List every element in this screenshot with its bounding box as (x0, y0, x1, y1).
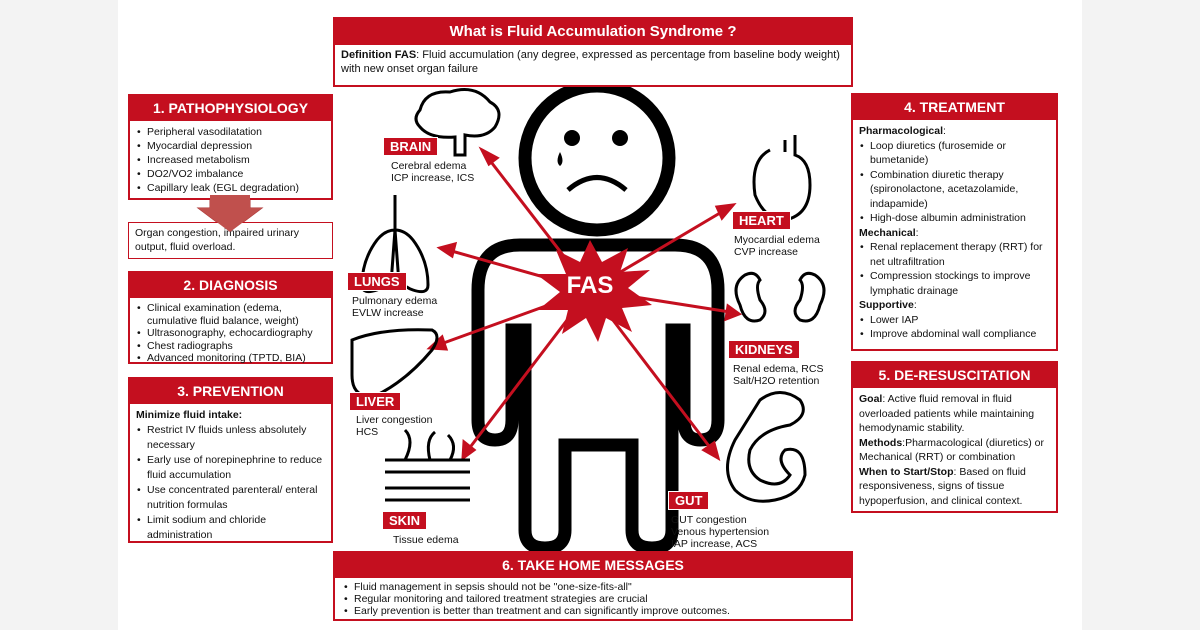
organ-text: GUT congestion (671, 514, 747, 526)
methods-label: Methods (859, 436, 903, 449)
list-item: Renal replacement therapy (RRT) for net … (859, 240, 1050, 269)
list-item: DO2/VO2 imbalance (136, 167, 325, 181)
skin-label: SKIN (382, 511, 428, 530)
when-label: When to Start/Stop (859, 465, 954, 478)
list-item: Limit sodium and chloride administration (136, 513, 325, 543)
lungs-label: LUNGS (347, 272, 407, 291)
list-item: Combination diuretic therapy (spironolac… (859, 168, 1050, 212)
skin-icon (385, 428, 470, 502)
treatment-panel: 4. TREATMENT Pharmacological: Loop diure… (851, 93, 1058, 351)
list-item: Fluid management in sepsis should not be… (343, 581, 843, 593)
methods-text: :Pharmacological (diuretics) or Mechanic… (859, 436, 1044, 464)
heart-icon (752, 135, 812, 222)
take-home-panel: 6. TAKE HOME MESSAGES Fluid management i… (333, 551, 853, 621)
list-item: Capillary leak (EGL degradation) (136, 181, 325, 195)
organ-text: Cerebral edema (391, 160, 467, 172)
organ-text: EVLW increase (352, 307, 424, 319)
list-item: Loop diuretics (furosemide or bumetanide… (859, 139, 1050, 168)
definition: Definition FAS: Fluid accumulation (any … (335, 45, 851, 79)
organ-text: CVP increase (734, 246, 799, 258)
group-label: Mechanical (859, 226, 916, 239)
list-item: Ultrasonography, echocardiography (136, 327, 325, 340)
liver-label: LIVER (349, 392, 402, 411)
list-item: Early use of norepinephrine to reduce fl… (136, 453, 325, 483)
group-label: Pharmacological (859, 125, 944, 137)
liver-icon (350, 328, 439, 398)
tear-icon (557, 152, 563, 166)
consequence-box: Organ congestion, impaired urinary outpu… (128, 222, 333, 259)
organ-text: Renal edema, RCS (733, 363, 824, 375)
organ-text: HCS (356, 426, 379, 438)
prevention-subtitle: Minimize fluid intake: (136, 409, 243, 421)
take-home-title: 6. TAKE HOME MESSAGES (335, 553, 851, 578)
list-item: High-dose albumin administration (859, 211, 1050, 226)
definition-text: : Fluid accumulation (any degree, expres… (341, 49, 840, 75)
list-item: Use concentrated parenteral/ enteral nut… (136, 483, 325, 513)
organ-text: Myocardial edema (734, 234, 820, 246)
pathophysiology-title: 1. PATHOPHYSIOLOGY (130, 96, 331, 121)
brain-label: BRAIN (383, 137, 439, 156)
organ-text: ICP increase, ICS (391, 172, 475, 184)
diagnosis-panel: 2. DIAGNOSIS Clinical examination (edema… (128, 271, 333, 364)
organ-text: Liver congestion (356, 414, 433, 426)
list-item: Lower IAP (859, 313, 1050, 328)
gut-label: GUT (668, 491, 710, 510)
goal-text: : Active fluid removal in fluid overload… (859, 393, 1035, 434)
gut-icon (726, 391, 807, 503)
title-panel: What is Fluid Accumulation Syndrome ? De… (333, 17, 853, 87)
list-item: Myocardial depression (136, 139, 325, 153)
body-icon (471, 238, 725, 555)
list-item: Restrict IV fluids unless absolutely nec… (136, 423, 325, 453)
list-item: Compression stockings to improve lymphat… (859, 269, 1050, 298)
head-icon (518, 79, 676, 237)
list-item: Improve abdominal wall compliance (859, 327, 1050, 342)
treatment-title: 4. TREATMENT (853, 95, 1056, 120)
consequence-text: Organ congestion, impaired urinary outpu… (135, 227, 300, 253)
prevention-title: 3. PREVENTION (130, 379, 331, 404)
list-item: Chest radiographs (136, 340, 325, 353)
diagnosis-title: 2. DIAGNOSIS (130, 273, 331, 298)
group-label: Supportive (859, 299, 914, 311)
kidneys-label: KIDNEYS (728, 340, 800, 359)
fas-label: FAS (566, 272, 614, 299)
pathophysiology-panel: 1. PATHOPHYSIOLOGY Peripheral vasodilata… (128, 94, 333, 200)
deresuscitation-title: 5. DE-RESUSCITATION (853, 363, 1056, 388)
list-item: Regular monitoring and tailored treatmen… (343, 593, 843, 605)
organ-text: Tissue edema (393, 534, 459, 546)
organ-text: Salt/H2O retention (733, 375, 820, 387)
deresuscitation-panel: 5. DE-RESUSCITATION Goal: Active fluid r… (851, 361, 1058, 513)
goal-label: Goal (859, 393, 883, 405)
list-item: Early prevention is better than treatmen… (343, 605, 843, 617)
definition-label: Definition FAS (341, 49, 417, 61)
kidneys-icon (734, 271, 826, 323)
fas-starburst (536, 240, 652, 342)
list-item: Increased metabolism (136, 153, 325, 167)
prevention-panel: 3. PREVENTION Minimize fluid intake: Res… (128, 377, 333, 543)
heart-label: HEART (732, 211, 791, 230)
list-item: Peripheral vasodilatation (136, 125, 325, 139)
when-text: : Based on fluid responsiveness, signs o… (859, 465, 1026, 507)
organ-text: Pulmonary edema (352, 295, 438, 307)
page-title: What is Fluid Accumulation Syndrome ? (335, 19, 851, 45)
organ-text: Venous hypertension (671, 526, 770, 538)
organ-text: IAP increase, ACS (671, 538, 758, 550)
list-item: Clinical examination (edema, cumulative … (136, 302, 325, 327)
brain-icon (414, 88, 501, 157)
list-item: Advanced monitoring (TPTD, BIA) (136, 352, 325, 365)
